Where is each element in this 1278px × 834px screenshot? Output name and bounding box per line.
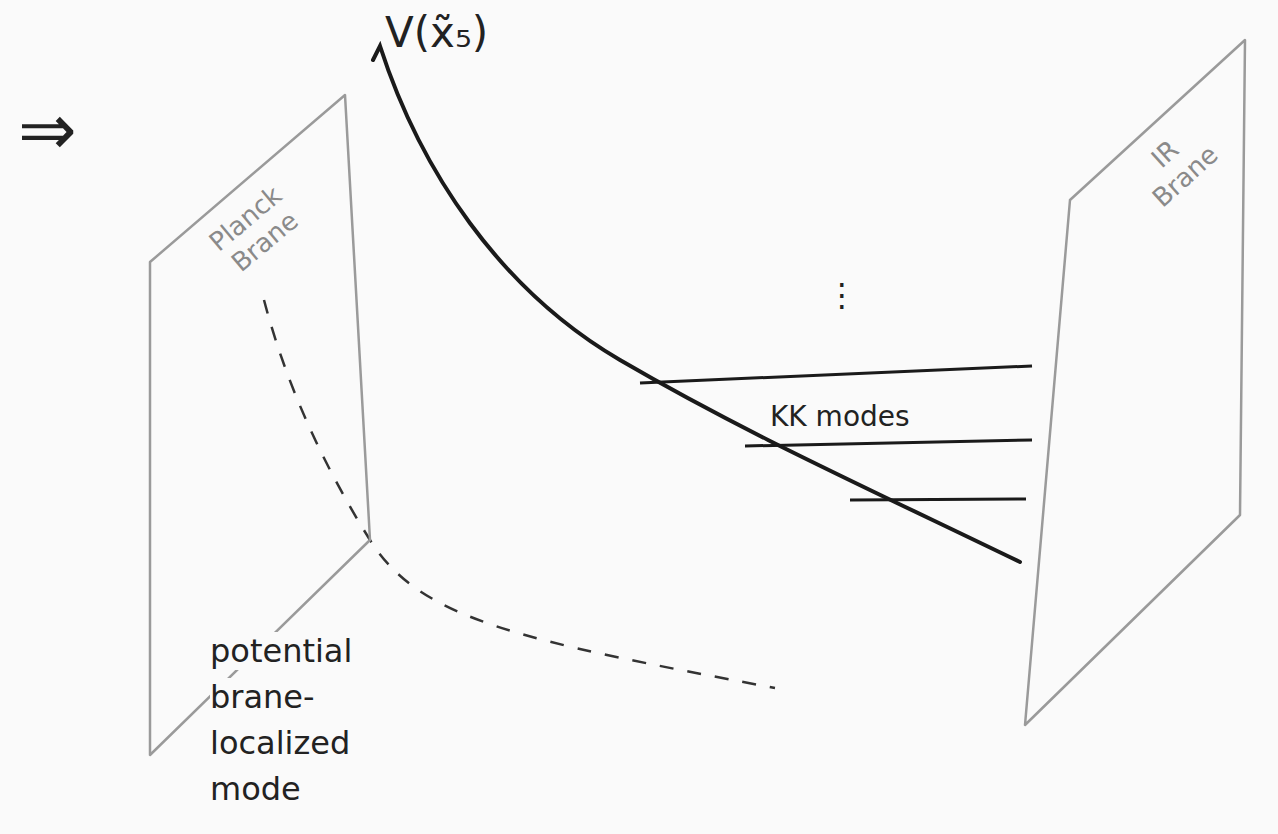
- sketch-label: potential brane-localized mode: [210, 628, 388, 812]
- kk-level: [640, 366, 1032, 383]
- brane-name: IR Brane: [1121, 113, 1228, 218]
- sketch-label: ⋮: [826, 276, 856, 314]
- sketch-label: KK modes: [770, 400, 990, 434]
- brane-name: Planck Brane: [190, 168, 320, 291]
- kk-level: [745, 440, 1032, 446]
- sketch-label: V(x̃₅): [385, 8, 585, 58]
- potential-curve: [373, 46, 1020, 562]
- kk-level: [850, 499, 1026, 500]
- sketch-label: ⇒: [18, 88, 98, 172]
- brane-outline: [1015, 30, 1255, 735]
- localized-mode-curve: [264, 300, 775, 688]
- brane-panel: IR Brane: [1015, 30, 1255, 735]
